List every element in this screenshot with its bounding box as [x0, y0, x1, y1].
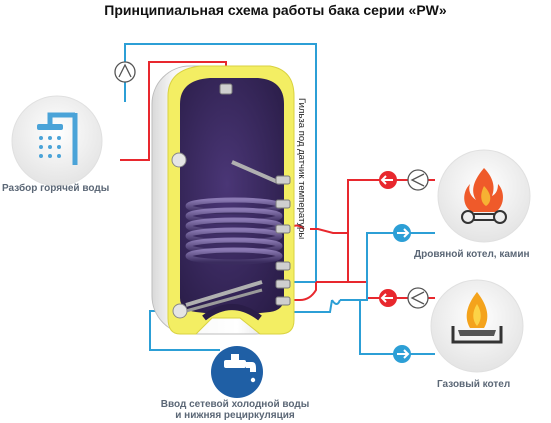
- gas-flame-icon: [451, 292, 503, 344]
- cold-return-crossing: [331, 299, 341, 305]
- tank-inner: [180, 78, 284, 314]
- cold-return-gas-pipe: [359, 300, 435, 355]
- wood-boiler-label: Дровяной котел, камин: [414, 249, 530, 260]
- gas-boiler-label: Газовый котел: [437, 379, 511, 390]
- gas-boiler-pump-icon: [407, 287, 429, 309]
- tap-icon: [211, 346, 263, 398]
- fire-icon: [461, 168, 507, 224]
- hot-tank-bend: [268, 282, 317, 301]
- flow-arrow-cold-gas: [393, 345, 411, 363]
- electric-heater-rod: [185, 280, 263, 307]
- tank-fittings: [275, 175, 291, 306]
- flow-arrow-hot-gas: [379, 289, 397, 307]
- gas-boiler-bubble: [430, 279, 524, 373]
- electric-heater-rod-2: [185, 288, 263, 313]
- cold-water-label-line1: Ввод сетевой холодной воды: [160, 399, 310, 410]
- shower-bubble: [11, 95, 103, 187]
- storage-tank: [151, 65, 295, 335]
- flow-arrow-cold-wood: [393, 224, 411, 242]
- sensor-sleeve-label-wrap: Гильза под датчик температуры: [293, 98, 309, 298]
- top-outlet-fitting: [219, 83, 233, 95]
- shower-icon: [37, 112, 78, 165]
- diagram-title: Принципиальная схема работы бака серии «…: [104, 2, 447, 18]
- wood-boiler-pump-icon: [407, 169, 429, 191]
- left-port-upper: [171, 152, 187, 168]
- hot-water-label: Разбор горячей воды: [2, 183, 110, 194]
- left-port-lower: [172, 303, 188, 319]
- flow-arrow-hot-wood: [379, 171, 397, 189]
- tank-bottom-dome: [202, 304, 262, 321]
- cold-return-pipe-top: [124, 43, 317, 283]
- heat-exchanger-coil: [185, 197, 283, 265]
- cold-water-label-line2: и нижняя рециркуляция: [175, 410, 295, 421]
- wood-boiler-bubble: [437, 149, 531, 243]
- sensor-rod-upper: [231, 160, 281, 185]
- circulation-pump-icon: [114, 61, 136, 83]
- hot-supply-pipe: [310, 179, 435, 234]
- sensor-sleeve-label: Гильза под датчик температуры: [296, 98, 307, 240]
